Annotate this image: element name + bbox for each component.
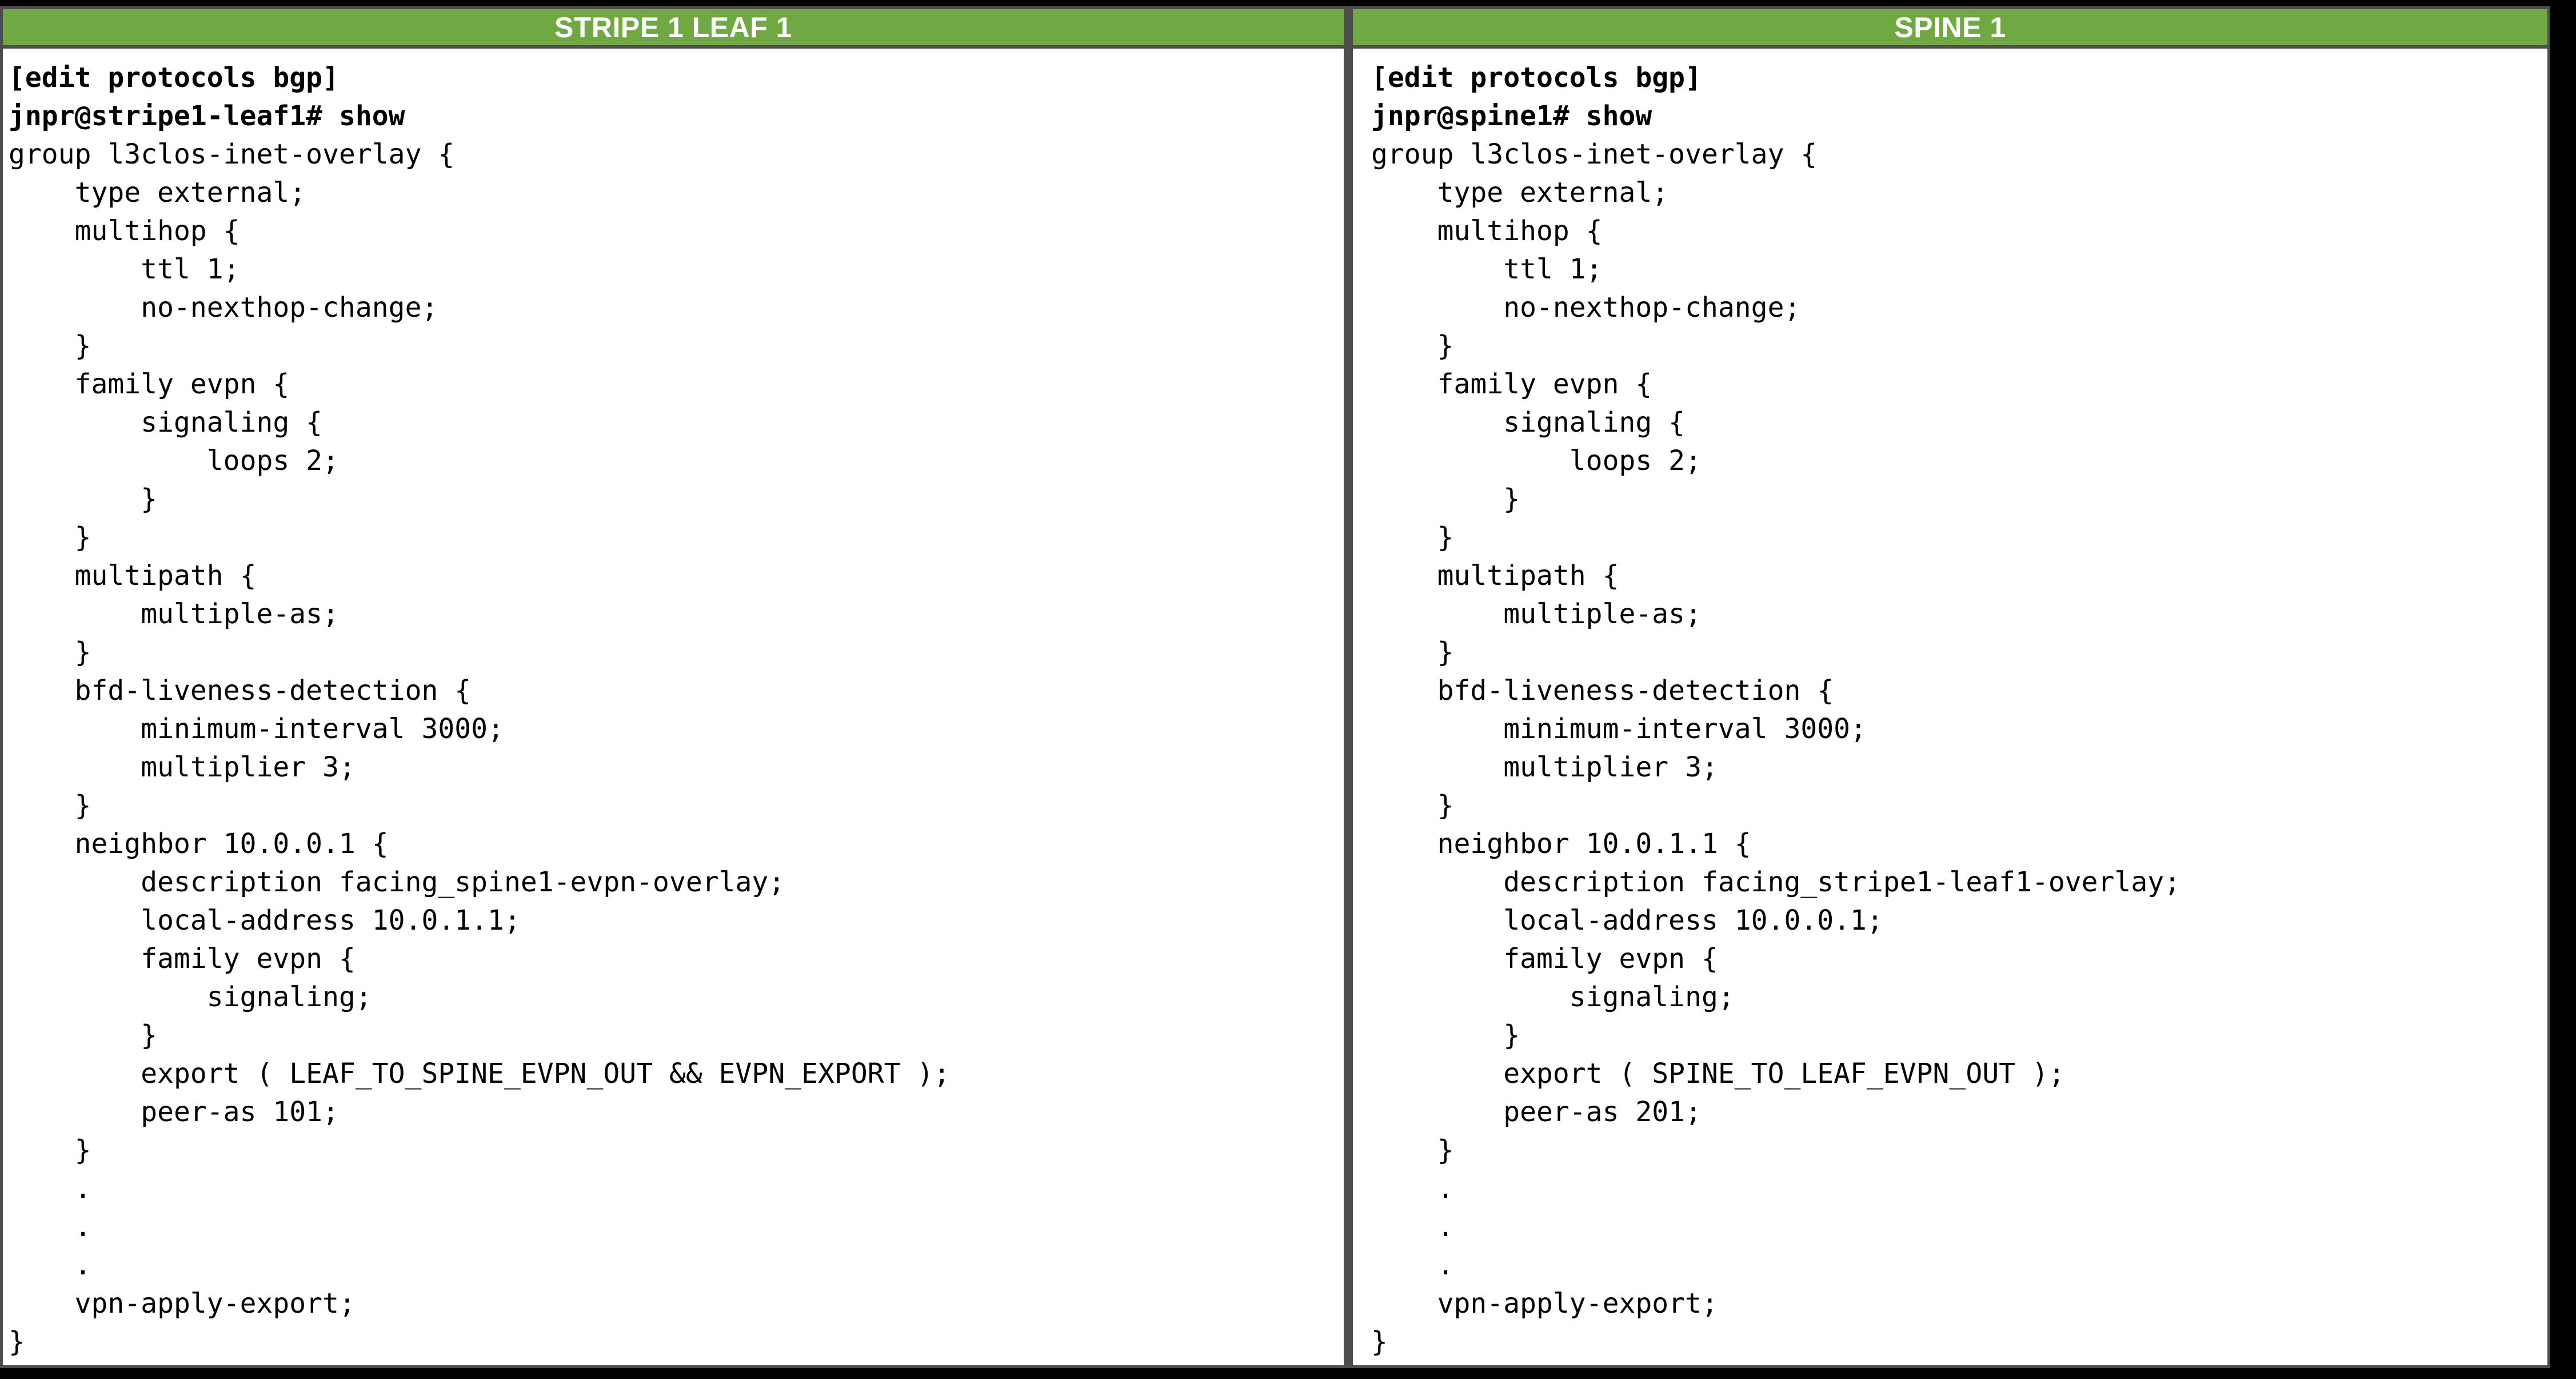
panel-stripe1-leaf1: STRIPE 1 LEAF 1 [edit protocols bgp] jnpr… (0, 6, 1347, 1368)
code-line: } (1371, 1019, 1520, 1051)
code-line: } (1371, 330, 1454, 362)
code-line: } (9, 1019, 158, 1051)
comparison-table: STRIPE 1 LEAF 1 [edit protocols bgp] jnpr… (0, 6, 2550, 1368)
code-line: neighbor 10.0.0.1 { (9, 828, 389, 860)
code-line: local-address 10.0.0.1; (1371, 904, 1883, 936)
code-line: family evpn { (9, 943, 356, 975)
code-line: signaling; (9, 981, 372, 1013)
code-line: peer-as 201; (1371, 1096, 1702, 1128)
code-line: bfd-liveness-detection { (9, 675, 472, 707)
panel-header-stripe1-leaf1: STRIPE 1 LEAF 1 (0, 6, 1347, 49)
code-line: minimum-interval 3000; (9, 713, 504, 745)
code-line: group l3clos-inet-overlay { (1371, 138, 1818, 170)
code-line: } (1371, 521, 1454, 553)
code-line: description facing_spine1-evpn-overlay; (9, 866, 785, 898)
panel-spine1: SPINE 1 [edit protocols bgp] jnpr@spine1#… (1350, 6, 2550, 1368)
cli-output-stripe1-leaf1: [edit protocols bgp] jnpr@stripe1-leaf1# … (3, 49, 1344, 1361)
code-line: } (9, 636, 91, 668)
code-line: peer-as 101; (9, 1096, 339, 1128)
code-line: ttl 1; (1371, 253, 1603, 285)
code-line: multihop { (9, 215, 240, 247)
code-line: } (1371, 483, 1520, 515)
code-line: multiplier 3; (9, 751, 356, 783)
panel-title-stripe1-leaf1: STRIPE 1 LEAF 1 (554, 11, 792, 43)
code-line: } (1371, 1326, 1388, 1358)
code-line: no-nexthop-change; (9, 292, 438, 324)
code-line: family evpn { (1371, 368, 1652, 400)
code-line: family evpn { (9, 368, 290, 400)
code-line: signaling { (1371, 406, 1686, 439)
code-line: bfd-liveness-detection { (1371, 675, 1834, 707)
code-line: . (9, 1249, 91, 1281)
code-line: } (1371, 636, 1454, 668)
code-line: multipath { (9, 560, 257, 592)
code-line: loops 2; (1371, 445, 1702, 477)
code-line: group l3clos-inet-overlay { (9, 138, 455, 170)
code-line: local-address 10.0.1.1; (9, 904, 521, 936)
code-line: export ( SPINE_TO_LEAF_EVPN_OUT ); (1371, 1058, 2065, 1090)
code-line: description facing_stripe1-leaf1-overlay… (1371, 866, 2181, 898)
code-line: multiple-as; (1371, 598, 1702, 630)
code-line: [edit protocols bgp] (9, 62, 339, 94)
code-line: ttl 1; (9, 253, 240, 285)
code-line: . (1371, 1249, 1454, 1281)
code-line: multiplier 3; (1371, 751, 1718, 783)
code-line: signaling { (9, 406, 323, 439)
code-line: . (9, 1173, 91, 1205)
code-line: } (9, 483, 158, 515)
code-line: multipath { (1371, 560, 1619, 592)
panel-body-stripe1-leaf1: [edit protocols bgp] jnpr@stripe1-leaf1# … (0, 49, 1347, 1368)
code-line: vpn-apply-export; (9, 1288, 356, 1320)
code-line: } (9, 521, 91, 553)
code-line: [edit protocols bgp] (1371, 62, 1702, 94)
panel-body-spine1: [edit protocols bgp] jnpr@spine1# show gro… (1350, 49, 2550, 1368)
panel-title-spine1: SPINE 1 (1894, 11, 2006, 43)
code-line: } (1371, 1134, 1454, 1166)
code-line: } (1371, 790, 1454, 822)
code-line: vpn-apply-export; (1371, 1288, 1718, 1320)
code-line: . (1371, 1211, 1454, 1243)
code-line: . (1371, 1173, 1454, 1205)
code-line: jnpr@stripe1-leaf1# show (9, 100, 405, 132)
code-line: family evpn { (1371, 943, 1718, 975)
code-line: loops 2; (9, 445, 339, 477)
code-line: . (9, 1211, 91, 1243)
code-line: } (9, 1134, 91, 1166)
code-line: type external; (1371, 177, 1669, 209)
code-line: } (9, 330, 91, 362)
code-line: } (9, 790, 91, 822)
code-line: multiple-as; (9, 598, 339, 630)
code-line: type external; (9, 177, 306, 209)
code-line: multihop { (1371, 215, 1603, 247)
code-line: neighbor 10.0.1.1 { (1371, 828, 1751, 860)
code-line: jnpr@spine1# show (1371, 100, 1652, 132)
code-line: signaling; (1371, 981, 1735, 1013)
code-line: } (9, 1326, 25, 1358)
code-line: minimum-interval 3000; (1371, 713, 1867, 745)
code-line: no-nexthop-change; (1371, 292, 1801, 324)
cli-output-spine1: [edit protocols bgp] jnpr@spine1# show gro… (1353, 49, 2547, 1361)
code-line: export ( LEAF_TO_SPINE_EVPN_OUT && EVPN_… (9, 1058, 950, 1090)
panel-header-spine1: SPINE 1 (1350, 6, 2550, 49)
